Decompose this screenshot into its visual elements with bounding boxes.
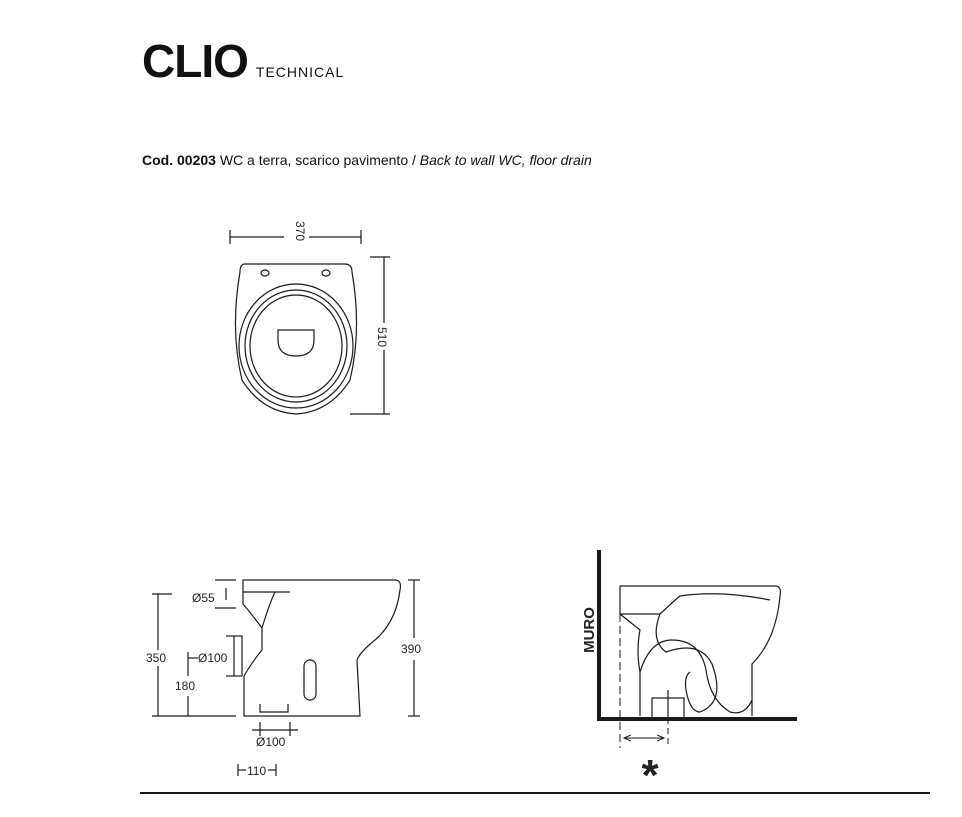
- dimension-width-370: [229, 230, 362, 244]
- product-description-it: WC a terra, scarico pavimento: [219, 152, 409, 168]
- hinge-hole-left: [260, 269, 270, 277]
- dim-label-d100-bottom: Ø100: [256, 735, 286, 749]
- top-view: 370 510: [229, 221, 390, 415]
- asterisk-note: *: [641, 751, 659, 800]
- toilet-outline-side: [242, 579, 402, 717]
- side-inlet: [233, 635, 243, 677]
- brand-header: CLIO TECHNICAL: [142, 34, 344, 88]
- dim-label-d55: Ø55: [192, 591, 215, 605]
- dim-label-350: 350: [146, 651, 166, 665]
- dim-label-d100-side: Ø100: [198, 651, 228, 665]
- product-description-en: Back to wall WC, floor drain: [419, 152, 592, 168]
- side-view: [152, 579, 420, 776]
- product-code: Cod. 00203: [142, 152, 216, 168]
- dim-label-180: 180: [175, 679, 195, 693]
- wall-label: MURO: [581, 607, 598, 653]
- hinge-hole-right: [321, 269, 331, 277]
- dim-label-110: 110: [247, 764, 266, 778]
- inspection-slot: [303, 659, 317, 701]
- product-code-line: Cod. 00203 WC a terra, scarico pavimento…: [142, 152, 592, 168]
- brand-subtitle: TECHNICAL: [255, 64, 345, 80]
- seat-edge: [249, 294, 343, 398]
- brand-title: CLIO: [142, 35, 249, 87]
- toilet-outline-top: [234, 263, 358, 415]
- dim-label-370: 370: [293, 221, 307, 241]
- side-view-labels: Ø55 Ø100 350 180 390 Ø100 110: [146, 591, 421, 778]
- siphon-path: [655, 613, 718, 713]
- dim-label-390: 390: [401, 642, 421, 656]
- section-view: [597, 550, 797, 748]
- dimension-depth-510: [350, 256, 390, 415]
- seat-inner: [244, 289, 348, 403]
- seat-outer: [238, 283, 354, 409]
- description-separator: /: [412, 152, 416, 168]
- dim-label-510: 510: [375, 327, 389, 347]
- drain-opening: [277, 329, 315, 357]
